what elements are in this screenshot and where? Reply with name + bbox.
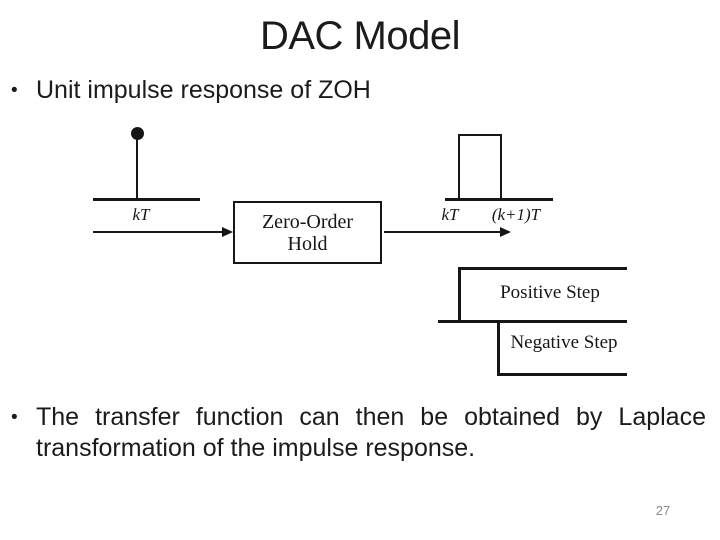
page-number: 27 [655, 503, 671, 518]
zoh-block-label-line1: Zero-Order [261, 210, 354, 233]
output-time-label-left: kT [441, 205, 459, 224]
positive-step-rise-line [458, 267, 461, 323]
negative-step-label: Negative Step [510, 332, 618, 353]
bullet-item-impulse-response: • Unit impulse response of ZOH [8, 75, 371, 106]
bullet-item-transfer-function: • The transfer function can then be obta… [8, 402, 708, 464]
positive-step-high-line [459, 267, 627, 270]
impulse-stem [136, 138, 138, 200]
zoh-block: Zero-Order Hold [233, 201, 382, 264]
impulse-dot [131, 127, 144, 140]
output-axis [445, 198, 553, 201]
page-title: DAC Model [259, 14, 461, 58]
bullet-marker: • [11, 80, 18, 101]
step-baseline [438, 320, 627, 323]
output-arrow-head [500, 227, 511, 237]
zoh-block-label-line2: Hold [287, 232, 328, 255]
bullet-text: Unit impulse response of ZOH [36, 76, 371, 104]
output-time-label-right: (k+1)T [491, 205, 541, 224]
negative-step-drop-line [497, 320, 500, 376]
input-arrow-head [222, 227, 233, 237]
negative-step-low-line [497, 373, 627, 376]
bullet-marker: • [11, 407, 18, 428]
output-arrow-shaft [384, 231, 501, 233]
output-pulse [458, 134, 502, 200]
input-time-label: kT [132, 205, 150, 224]
input-axis [93, 198, 200, 201]
positive-step-label: Positive Step [500, 282, 600, 303]
bullet-text: The transfer function can then be obtain… [36, 403, 706, 462]
input-arrow-shaft [93, 231, 223, 233]
